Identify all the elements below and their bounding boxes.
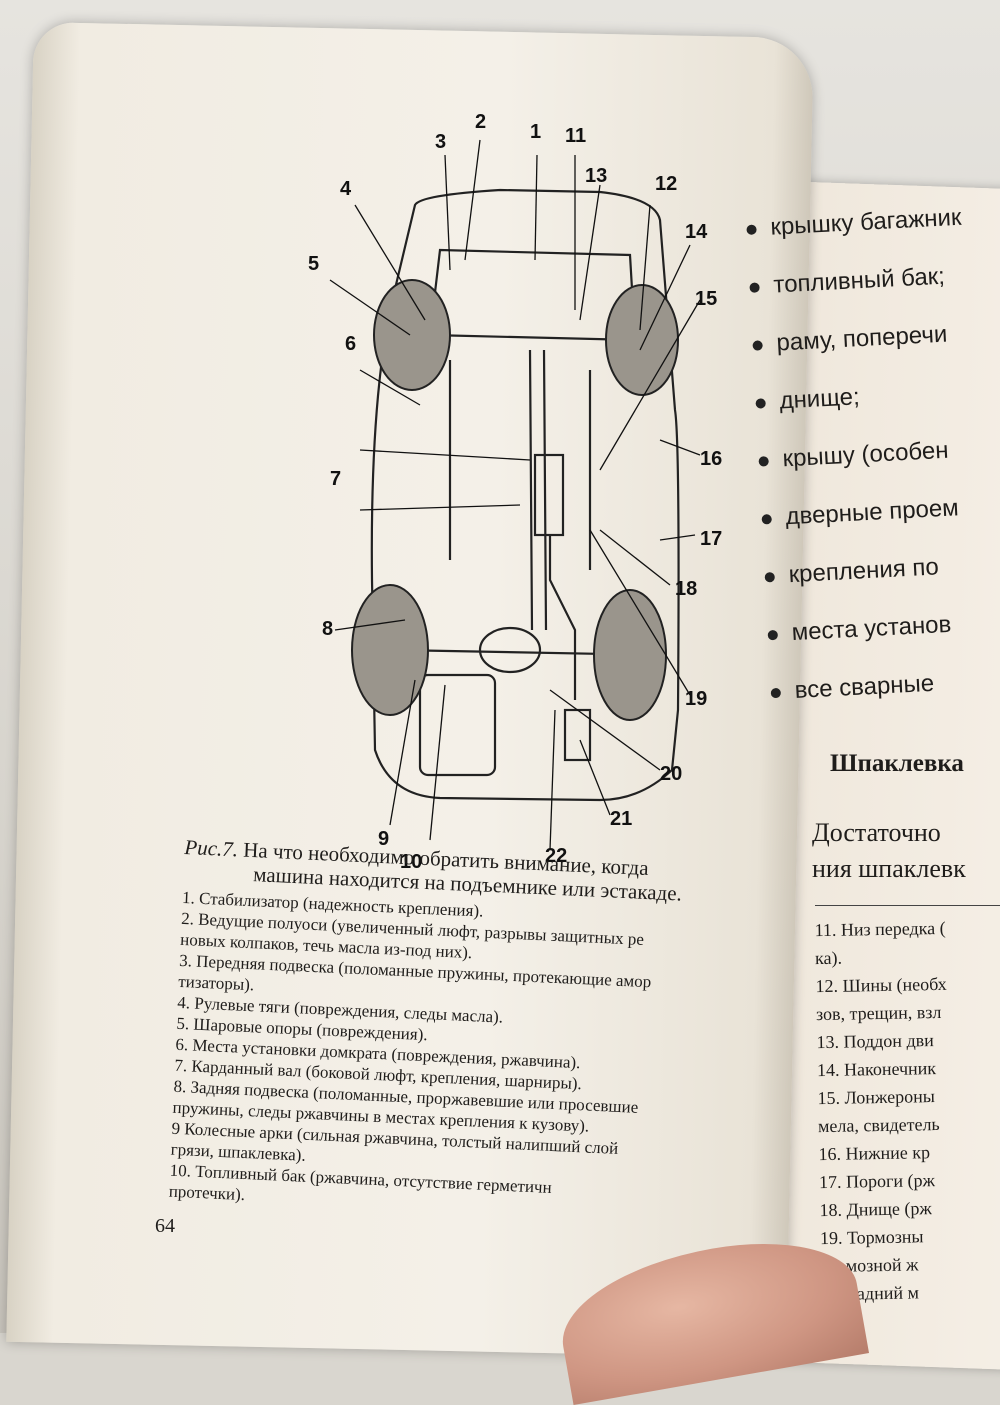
- figure-caption: Рис.7. На что необходимо обратить вниман…: [168, 835, 784, 1229]
- bullet-dot-icon: [761, 513, 772, 525]
- divider: [815, 905, 1000, 906]
- bullet-dot-icon: [758, 455, 769, 467]
- rear-right-wheel: [593, 589, 667, 721]
- callout-11: 11: [565, 125, 586, 147]
- rear-left-wheel: [351, 584, 429, 716]
- callout-16: 16: [700, 448, 722, 470]
- callout-12: 12: [655, 173, 677, 195]
- callout-22: 22: [545, 845, 567, 867]
- callout-15: 15: [695, 288, 717, 310]
- callout-5: 5: [308, 253, 319, 275]
- figure-label: Рис.7.: [183, 835, 239, 862]
- callout-18: 18: [675, 578, 697, 600]
- bullet-dot-icon: [764, 571, 776, 583]
- callout-9: 9: [378, 828, 389, 850]
- page-number: 64: [155, 1215, 175, 1237]
- bullet-dot-icon: [770, 687, 782, 698]
- wheels: [351, 279, 679, 721]
- bullet-dot-icon: [755, 397, 766, 409]
- callout-3: 3: [435, 131, 446, 153]
- bullet-dot-icon: [767, 629, 779, 641]
- callout-1: 1: [530, 121, 541, 143]
- right-page-bullets: крышку багажник топливный бак; раму, поп…: [745, 184, 1000, 721]
- callout-6: 6: [345, 333, 356, 355]
- section-paragraph: Достаточно ния шпаклевк: [812, 818, 966, 883]
- front-left-wheel: [373, 279, 451, 391]
- callout-17: 17: [700, 528, 722, 550]
- caption-items: 1. Стабилизатор (надежность крепления). …: [168, 887, 782, 1229]
- bullet-dot-icon: [746, 224, 757, 235]
- bullet-dot-icon: [752, 339, 763, 351]
- callout-20: 20: [660, 763, 682, 785]
- callout-2: 2: [475, 111, 486, 133]
- callout-4: 4: [340, 178, 352, 200]
- callout-10: 10: [400, 851, 422, 870]
- leader-lines: [329, 139, 701, 851]
- callout-19: 19: [685, 688, 707, 710]
- callout-7: 7: [330, 468, 341, 490]
- callout-21: 21: [610, 808, 632, 830]
- section-heading: Шпаклевка: [830, 750, 964, 777]
- callout-13: 13: [585, 165, 607, 187]
- car-underbody-diagram: 1 2 3 4 5 6 7 8 9 10 11 12 13 14 15 16 1…: [308, 111, 722, 870]
- bullet-dot-icon: [749, 282, 760, 293]
- callout-14: 14: [685, 221, 708, 243]
- callout-8: 8: [322, 618, 333, 640]
